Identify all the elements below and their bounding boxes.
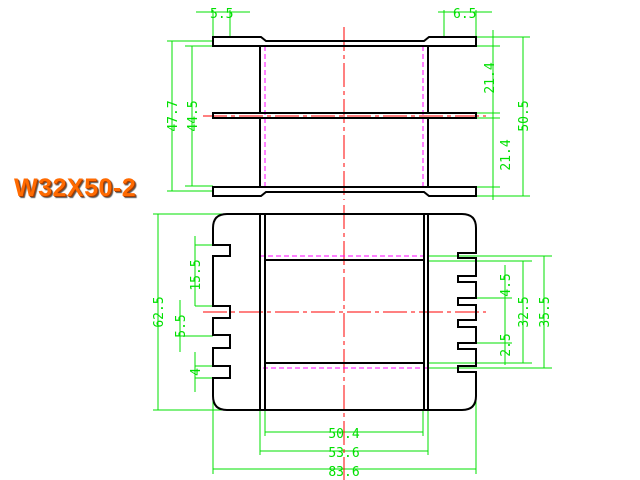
dim-overall-right: 50.5 (517, 100, 532, 131)
part-name-title: W32X50-2 (14, 174, 137, 202)
dim-flange-right: 6.5 (453, 7, 476, 22)
dim-slot-width: 2.5 (499, 333, 514, 356)
dim-pin-pitch-left: 5.5 (174, 314, 189, 337)
dim-height: 62.5 (152, 296, 167, 327)
dim-lower-section: 21.4 (499, 139, 514, 170)
dim-outer-height: 35.5 (538, 296, 553, 327)
dim-overall-left: 47.7 (166, 100, 181, 131)
dim-inner-height: 32.5 (517, 296, 532, 327)
dimension-lines (153, 10, 552, 474)
dim-pin-width: 4 (189, 368, 204, 376)
bobbin-outline (212, 36, 477, 411)
dim-width-mid: 53.6 (328, 446, 359, 461)
dim-pin-pitch-right: 4.5 (499, 273, 514, 296)
dim-width-overall: 83.6 (328, 465, 359, 480)
dim-width-inner: 50.4 (328, 427, 359, 442)
centerlines (203, 27, 486, 480)
dim-upper-section: 21.4 (483, 62, 498, 93)
dim-flange-left: 5.5 (210, 7, 233, 22)
dimension-labels: 5.5 6.5 47.7 44.5 21.4 21.4 50.5 62.5 15… (152, 7, 553, 480)
dim-inner-left: 44.5 (186, 100, 201, 131)
dim-pin-gap-top: 15.5 (189, 259, 204, 290)
